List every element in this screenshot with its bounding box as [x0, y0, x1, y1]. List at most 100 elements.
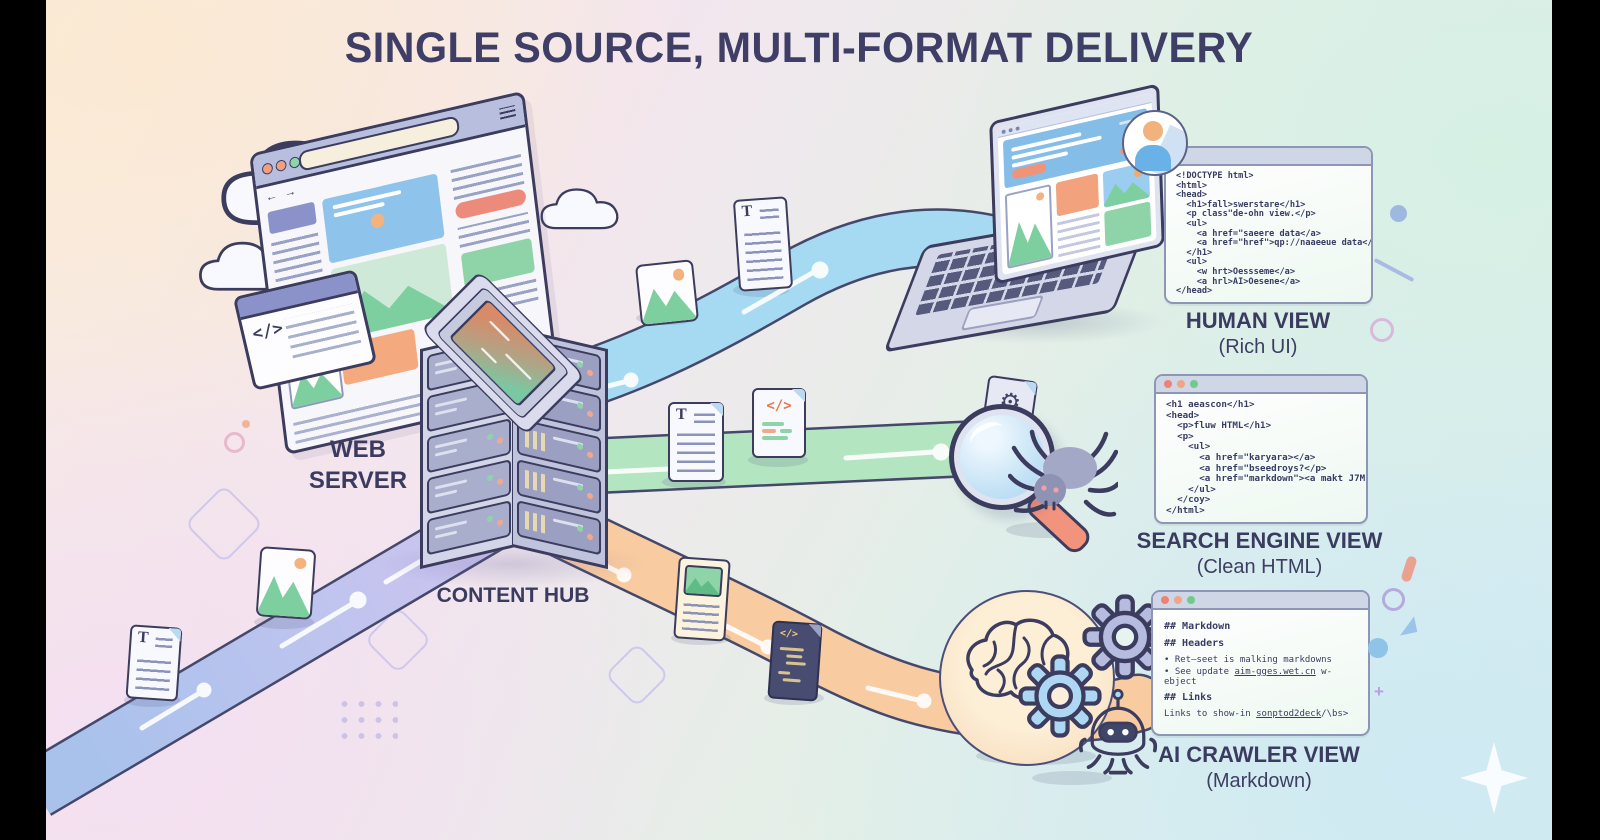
text-doc-icon: T [668, 402, 724, 482]
sun-icon [672, 267, 686, 281]
human-view-code: <!DOCTYPE html> <html> <head> <h1>fall>s… [1176, 171, 1371, 297]
green-block [1104, 201, 1152, 247]
code-line [786, 654, 803, 659]
doc-lines [135, 654, 172, 692]
web-server-label: WEB SERVER [308, 436, 408, 494]
code-line [785, 661, 806, 666]
search-view-code: <h1 aeascon</h1> <head> <p>fluw HTML</h1… [1166, 399, 1366, 516]
magnifier-icon [949, 404, 1055, 510]
code-line [779, 646, 804, 652]
doc-lines [681, 598, 720, 633]
code-line [780, 429, 792, 433]
doc-lines [743, 226, 784, 282]
doc-letter: T [741, 202, 753, 221]
code-doc-icon: </> [752, 388, 806, 458]
human-view-panel: <!DOCTYPE html> <html> <head> <h1>fall>s… [1164, 146, 1373, 304]
crawler-view-sublabel: (Markdown) [1206, 770, 1312, 792]
md-heading: ## Headers [1164, 638, 1225, 649]
window-dot [261, 162, 274, 176]
doc-lines [155, 635, 173, 649]
page-title: SINGLE SOURCE, MULTI-FORMAT DELIVERY [344, 24, 1254, 72]
cloud-icon [540, 188, 619, 230]
code-icon: </> [779, 627, 799, 641]
md-bullet: • See update aim-gges.wet.cn w-ebject [1164, 667, 1357, 687]
code-line [762, 422, 784, 426]
md-bullet: • Ret—seet is malking markdowns [1164, 655, 1332, 665]
panel-titlebar [1166, 148, 1371, 166]
image-card [1004, 184, 1054, 269]
doc-letter: T [137, 628, 149, 647]
window-dot [1187, 596, 1195, 604]
md-text: Links to show-in [1164, 709, 1257, 719]
window-dot [1174, 596, 1182, 604]
doc-letter: T [676, 406, 687, 423]
doc-lines [694, 411, 715, 423]
crawler-view-label-group: AI CRAWLER VIEW (Markdown) [1134, 742, 1384, 794]
code-line [762, 436, 788, 440]
md-text: /\bs> [1321, 709, 1349, 719]
avatar-body [1135, 145, 1171, 171]
window-dot [1190, 380, 1198, 388]
search-view-sublabel: (Clean HTML) [1196, 556, 1323, 578]
illustration-canvas: SINGLE SOURCE, MULTI-FORMAT DELIVERY [46, 0, 1552, 840]
decor-dot [1390, 205, 1407, 222]
crawler-view-markdown: ## Markdown ## Headers • Ret—seet is mal… [1153, 608, 1368, 734]
md-text: w-ebject [1164, 667, 1332, 687]
dark-code-doc-icon: </> [767, 620, 823, 702]
search-view-panel: <h1 aeascon</h1> <head> <p>fluw HTML</h1… [1154, 374, 1368, 524]
doc-lines [759, 205, 780, 220]
doc-image [683, 564, 724, 598]
page-fold [792, 389, 805, 402]
code-icon: </> [766, 398, 792, 414]
code-lines [284, 303, 362, 359]
rich-doc-icon [673, 556, 731, 642]
code-line [782, 678, 801, 683]
menu-icon [499, 105, 516, 120]
sun-icon [369, 212, 386, 230]
orange-card-column [1055, 173, 1101, 258]
window-dot [1177, 380, 1185, 388]
search-view-label-group: SEARCH ENGINE VIEW (Clean HTML) [1132, 528, 1387, 580]
code-line [778, 670, 791, 675]
md-heading: ## Markdown [1164, 621, 1231, 632]
md-link: aim-gges.wet.cn [1234, 667, 1316, 677]
panel-titlebar [1156, 376, 1366, 394]
search-view-label: SEARCH ENGINE VIEW [1136, 528, 1383, 553]
window-dot [1164, 380, 1172, 388]
human-view-label: HUMAN VIEW [1185, 308, 1331, 333]
decor-dot-grid [336, 696, 398, 742]
page-fold [807, 623, 822, 638]
human-view-label-group: HUMAN VIEW (Rich UI) [1148, 308, 1368, 360]
window-dot [1161, 596, 1169, 604]
robot-icon [1078, 688, 1158, 775]
decor-plus: + [1374, 682, 1384, 701]
decor-dot [242, 420, 250, 428]
image-file-icon [634, 259, 700, 327]
avatar-head [1143, 121, 1163, 141]
spider-icon [1008, 429, 1118, 517]
user-avatar [1122, 110, 1188, 176]
crawler-view-panel: ## Markdown ## Headers • Ret—seet is mal… [1151, 590, 1370, 736]
decor-ring [1370, 318, 1394, 342]
content-hub-label: CONTENT HUB [436, 584, 590, 607]
window-dot [275, 158, 288, 173]
md-heading: ## Links [1164, 692, 1213, 703]
panel-titlebar [1153, 592, 1368, 610]
text-doc-icon: T [125, 624, 183, 702]
md-text: • See update [1164, 667, 1235, 677]
decor-ring [224, 432, 245, 453]
mountain-shape [256, 569, 315, 619]
mountain-shape [637, 280, 699, 326]
sun-icon [294, 557, 307, 570]
code-icon: </> [250, 318, 285, 345]
human-view-sublabel: (Rich UI) [1218, 336, 1298, 358]
mountain-shape [684, 575, 722, 596]
image-file-icon [255, 546, 317, 620]
md-link: sonptod2deck [1256, 709, 1322, 719]
gear-icon [1018, 654, 1102, 738]
sidebar-block [267, 201, 317, 235]
md-paragraph: Links to show-in sonptod2deck/\bs> [1164, 709, 1357, 719]
decor-ring [1382, 588, 1405, 611]
text-doc-icon: T [732, 196, 794, 292]
code-line [762, 429, 776, 433]
